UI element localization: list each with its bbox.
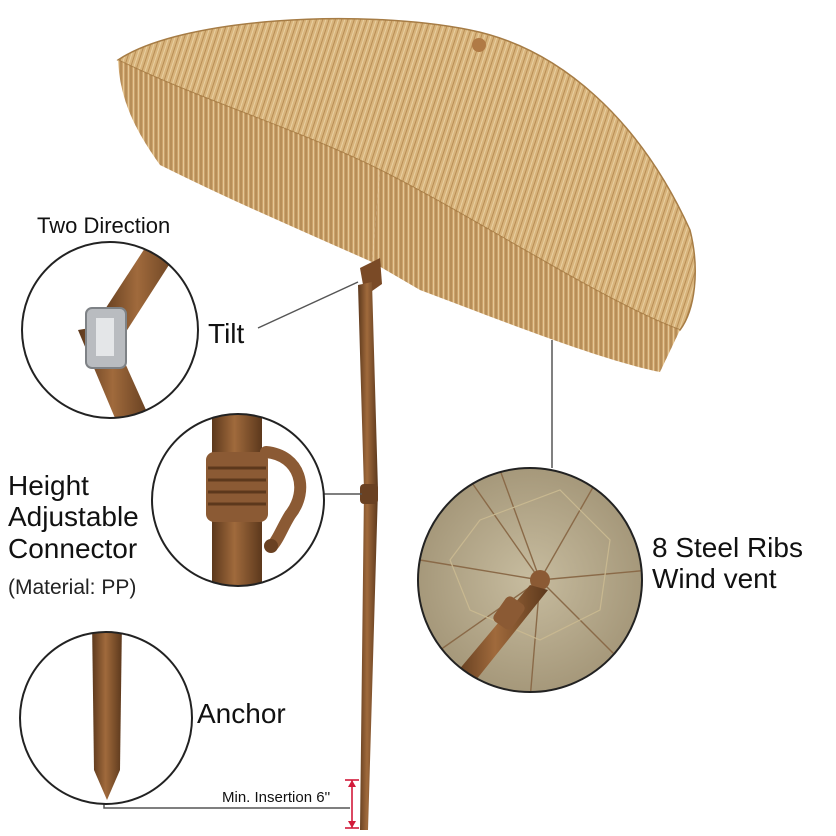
- canopy-fringe-right: [372, 170, 680, 372]
- detail-tilt-circle: [21, 241, 199, 419]
- canopy-finial: [472, 38, 486, 52]
- label-height-line1: Height: [8, 470, 89, 501]
- label-height-line3: Connector: [8, 532, 138, 564]
- detail-anchor-circle: [19, 631, 193, 805]
- label-material: (Material: PP): [8, 576, 137, 599]
- detail-connector-circle: [151, 413, 325, 587]
- detail-ribs-circle: [417, 467, 643, 693]
- label-steel-ribs-wind-vent: 8 Steel Ribs Wind vent: [652, 532, 803, 595]
- label-ribs-line2: Wind vent: [652, 563, 777, 595]
- label-height-adjustable-connector: Height Adjustable Connector: [8, 470, 139, 564]
- label-ribs-line1: 8 Steel Ribs: [652, 532, 803, 563]
- thatch-canopy: [116, 17, 696, 372]
- label-anchor: Anchor: [197, 698, 286, 729]
- umbrella-pole: [358, 282, 378, 830]
- label-min-insertion: Min. Insertion 6'': [222, 789, 331, 806]
- label-tilt: Tilt: [208, 318, 245, 349]
- height-connector-on-pole: [360, 484, 378, 504]
- label-two-direction: Two Direction: [37, 213, 171, 238]
- insertion-measure-marker: [345, 779, 359, 829]
- canopy-fringe-left: [118, 60, 380, 262]
- label-height-line2: Adjustable: [8, 501, 139, 533]
